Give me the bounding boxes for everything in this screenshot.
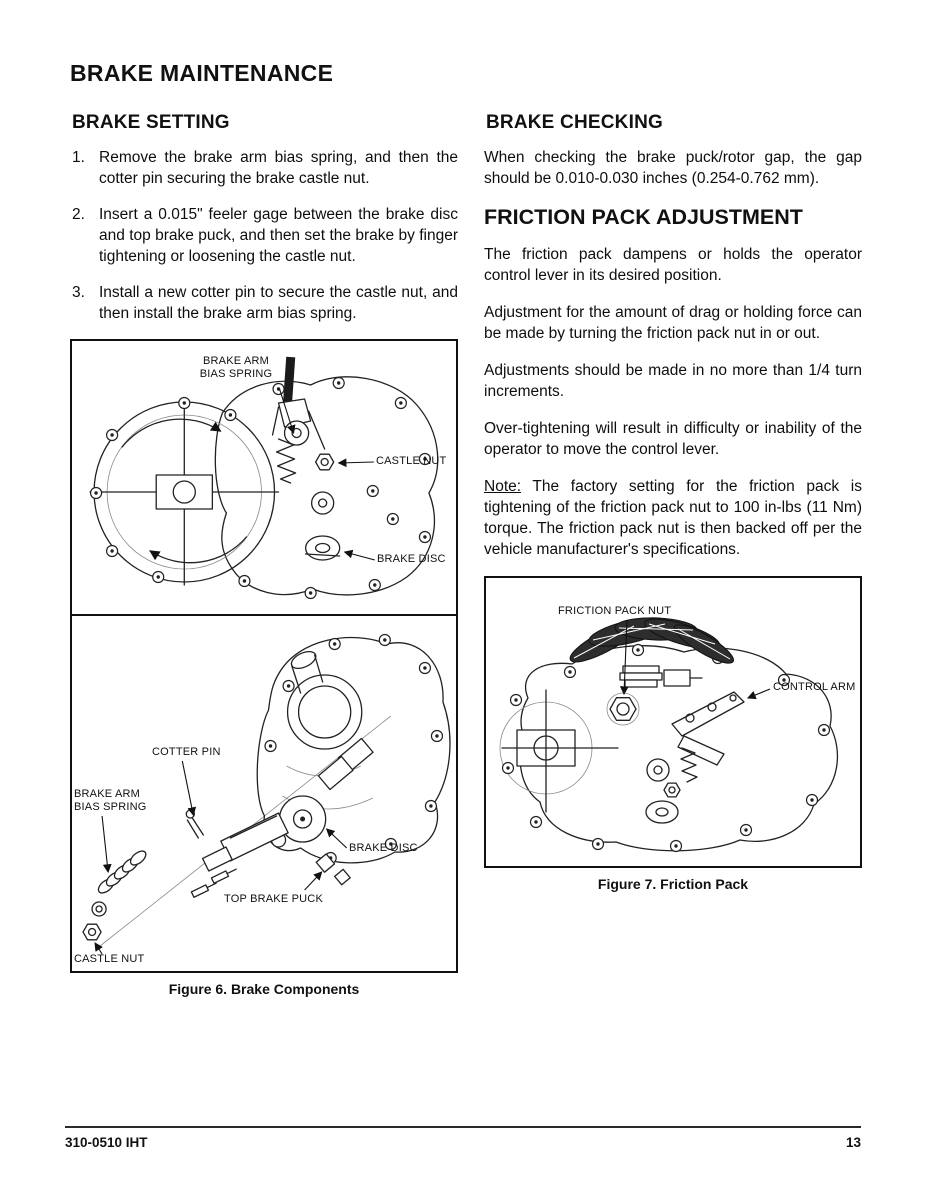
figure6: BRAKE ARM BIAS SPRING CASTLE NUT BRAKE D… [70, 339, 458, 997]
cotter-pin-leader-arrow [181, 760, 197, 817]
step-number: 1. [72, 149, 85, 166]
right-column: BRAKE CHECKING When checking the brake p… [484, 112, 862, 892]
friction-pack-nut-part [606, 692, 640, 726]
figure7-drawing [499, 617, 838, 853]
friction-pack-paragraph: The friction pack dampens or holds the o… [484, 246, 862, 284]
label-castle-nut: CASTLE NUT [74, 953, 145, 965]
castle-nut-part [314, 453, 335, 471]
step-item: 1. Remove the brake arm bias spring, and… [70, 147, 458, 189]
label-cotter-pin: COTTER PIN [152, 746, 221, 758]
bias-spring-leader-arrow [101, 815, 112, 874]
friction-pack-note: Note: The factory setting for the fricti… [484, 476, 862, 560]
note-body: The factory setting for the friction pac… [484, 478, 862, 558]
label-brake-disc: BRAKE DISC [349, 842, 418, 854]
friction-pack-heading: FRICTION PACK ADJUSTMENT [484, 205, 803, 229]
figure7-caption: Figure 7. Friction Pack [597, 876, 749, 892]
label-friction-pack-nut: FRICTION PACK NUT [558, 605, 672, 617]
left-column: BRAKE SETTING 1. Remove the brake arm bi… [70, 112, 458, 997]
friction-pack-paragraph: Over-tightening will result in difficult… [484, 420, 862, 458]
step-text: Install a new cotter pin to secure the c… [99, 284, 458, 322]
step-item: 3. Install a new cotter pin to secure th… [70, 282, 458, 324]
figure6-caption: Figure 6. Brake Components [168, 981, 360, 997]
friction-pack-paragraph: Adjustments should be made in no more th… [484, 362, 862, 400]
brake-disc-part [304, 535, 341, 561]
label-top-brake-puck: TOP BRAKE PUCK [224, 893, 323, 905]
label-castle-nut: CASTLE NUT [376, 455, 447, 467]
label-line: BIAS SPRING [199, 368, 273, 380]
figure7-panel: FRICTION PACK NUT CONTROL ARM [484, 576, 862, 868]
brake-setting-steps: 1. Remove the brake arm bias spring, and… [70, 147, 458, 324]
label-control-arm: CONTROL ARM [773, 681, 856, 693]
step-item: 2. Insert a 0.015" feeler gage between t… [70, 204, 458, 267]
figure7: FRICTION PACK NUT CONTROL ARM Figure 7. … [484, 576, 862, 892]
page-title: BRAKE MAINTENANCE [70, 60, 334, 86]
brake-arm-bracket [220, 812, 289, 862]
step-number: 3. [72, 284, 85, 301]
friction-pack-paragraph: Adjustment for the amount of drag or hol… [484, 304, 862, 342]
figure6-bottom-drawing [82, 633, 451, 955]
castle-nut-leader-arrow [337, 458, 374, 468]
cotter-pin-part [185, 809, 204, 839]
figure6-top-panel: BRAKE ARM BIAS SPRING CASTLE NUT BRAKE D… [70, 339, 458, 616]
exploded-parts [82, 737, 374, 941]
leader-arrows [94, 760, 348, 955]
brake-arm-rod [282, 356, 296, 406]
step-text: Insert a 0.015" feeler gage between the … [99, 206, 458, 265]
bias-spring-part [97, 850, 147, 894]
label-line: BRAKE ARM [74, 788, 140, 800]
page-number: 13 [845, 1135, 861, 1150]
brake-linkage [645, 747, 698, 824]
brake-checking-heading: BRAKE CHECKING [486, 112, 663, 133]
label-brake-arm-bias-spring: BRAKE ARM BIAS SPRING [74, 788, 147, 814]
page-footer: 310-0510 IHT 13 [65, 1126, 861, 1150]
control-arm-leader-arrow [746, 688, 771, 700]
label-line: BRAKE ARM [203, 355, 269, 367]
label-line: BIAS SPRING [74, 801, 147, 813]
castle-nut-part [82, 923, 102, 941]
friction-pack-leaves [569, 617, 735, 664]
top-brake-puck-leader-arrow [304, 871, 323, 891]
step-number: 2. [72, 206, 85, 223]
leader-arrows [279, 388, 375, 561]
label-brake-disc: BRAKE DISC [377, 553, 446, 565]
friction-pack-nut-leader-arrow [619, 619, 629, 696]
label-brake-arm-bias-spring: BRAKE ARM BIAS SPRING [188, 355, 284, 381]
top-brake-puck-part [315, 853, 336, 873]
control-arm-part [671, 691, 745, 766]
note-label: Note: [484, 478, 522, 495]
step-text: Remove the brake arm bias spring, and th… [99, 149, 458, 187]
bias-spring-leader-arrow [279, 388, 296, 435]
document-number: 310-0510 IHT [65, 1135, 148, 1150]
brake-disc-leader-arrow [343, 549, 375, 561]
leader-arrows [619, 619, 771, 700]
figure6-top-drawing [89, 356, 439, 600]
brake-checking-paragraph: When checking the brake puck/rotor gap, … [484, 149, 862, 187]
bias-spring-part [275, 438, 297, 484]
transaxle-housing [499, 643, 838, 853]
brake-disc-leader-arrow [325, 828, 348, 849]
transaxle-housing [89, 376, 439, 600]
friction-pack-stack [619, 665, 703, 688]
transaxle-housing [256, 633, 451, 865]
castle-nut-leader-arrow [94, 942, 103, 955]
brake-setting-heading: BRAKE SETTING [72, 112, 230, 133]
figure6-bottom-panel: COTTER PIN BRAKE ARM BIAS SPRING BRAKE D… [70, 614, 458, 973]
